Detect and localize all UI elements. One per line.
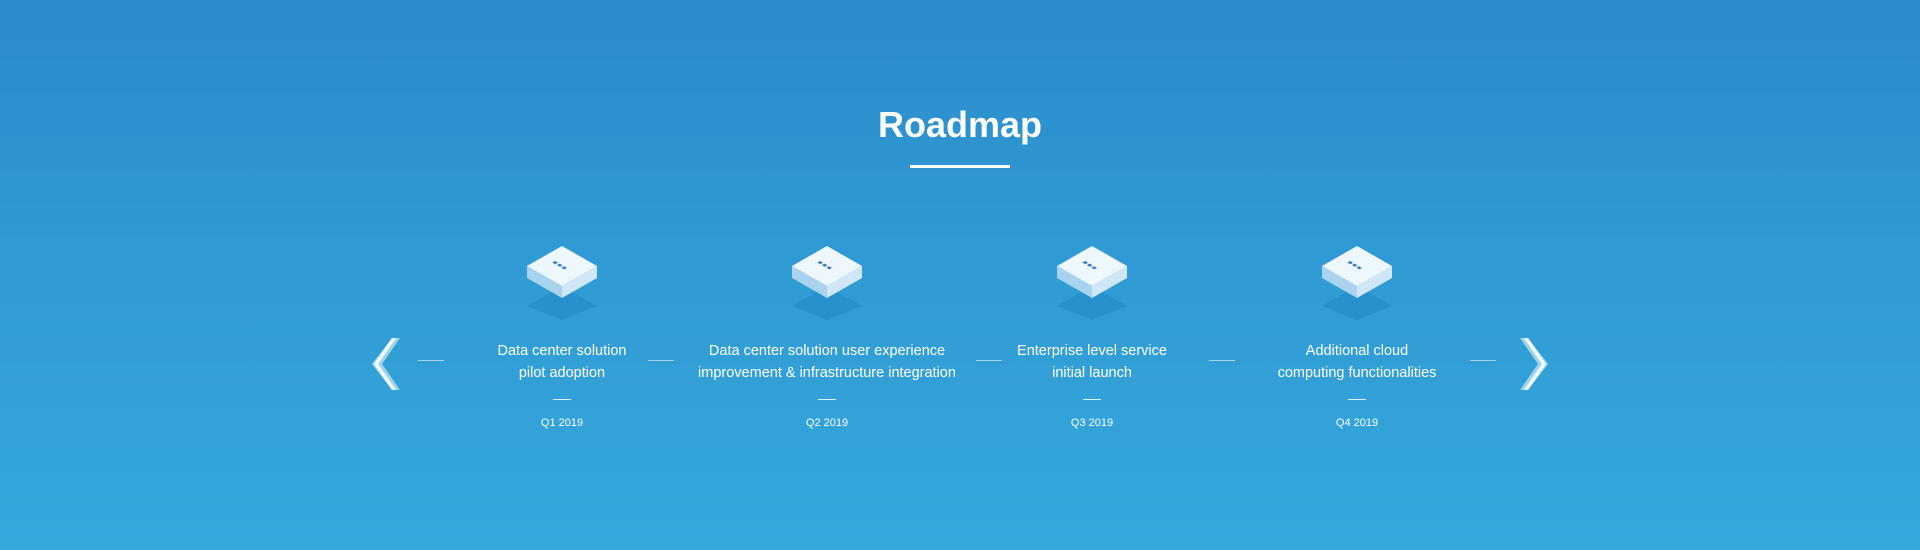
timeline-connector xyxy=(976,360,1002,361)
milestone-line-2: computing functionalities xyxy=(1277,365,1437,381)
section-title: Roadmap xyxy=(877,104,1043,145)
carousel-next-button[interactable] xyxy=(1520,336,1550,392)
chevron-left-icon xyxy=(372,338,400,390)
carousel-prev-button[interactable] xyxy=(370,336,400,392)
milestone-quarter: Q4 2019 xyxy=(1335,417,1379,429)
milestone-description: Enterprise level service initial launch xyxy=(952,340,1232,384)
milestone-description: Data center solution pilot adoption xyxy=(422,340,702,384)
server-block-icon xyxy=(1322,246,1392,320)
milestone-line-1: Data center solution user experience xyxy=(708,343,946,359)
server-block-icon xyxy=(1057,246,1127,320)
milestone-line-2: initial launch xyxy=(1052,365,1132,381)
milestone-description: Data center solution user experience imp… xyxy=(687,340,967,384)
milestone-line-1: Enterprise level service xyxy=(1017,343,1167,359)
timeline-connector xyxy=(648,360,674,361)
milestone-divider xyxy=(1348,399,1366,400)
milestone-q3: Enterprise level service initial launch … xyxy=(952,240,1232,430)
milestone-q1: Data center solution pilot adoption Q1 2… xyxy=(422,240,702,430)
timeline-connector xyxy=(1209,360,1235,361)
milestone-divider xyxy=(553,399,571,400)
server-block-icon xyxy=(792,246,862,320)
chevron-right-icon xyxy=(1520,338,1548,390)
timeline-connector xyxy=(418,360,444,361)
milestone-line-2: pilot adoption xyxy=(518,365,606,381)
server-block-icon xyxy=(527,246,597,320)
milestone-divider xyxy=(818,399,836,400)
milestone-line-1: Additional cloud xyxy=(1305,343,1409,359)
milestone-q4: Additional cloud computing functionaliti… xyxy=(1217,240,1497,430)
milestone-quarter: Q3 2019 xyxy=(1070,417,1114,429)
milestone-quarter: Q1 2019 xyxy=(540,417,584,429)
milestone-divider xyxy=(1083,399,1101,400)
milestone-quarter: Q2 2019 xyxy=(805,417,849,429)
timeline-connector xyxy=(1470,360,1496,361)
milestone-description: Additional cloud computing functionaliti… xyxy=(1217,340,1497,384)
milestone-line-2: improvement & infrastructure integration xyxy=(698,365,956,381)
milestone-line-1: Data center solution xyxy=(497,343,627,359)
title-underline xyxy=(910,165,1010,168)
milestone-q2: Data center solution user experience imp… xyxy=(687,240,967,430)
